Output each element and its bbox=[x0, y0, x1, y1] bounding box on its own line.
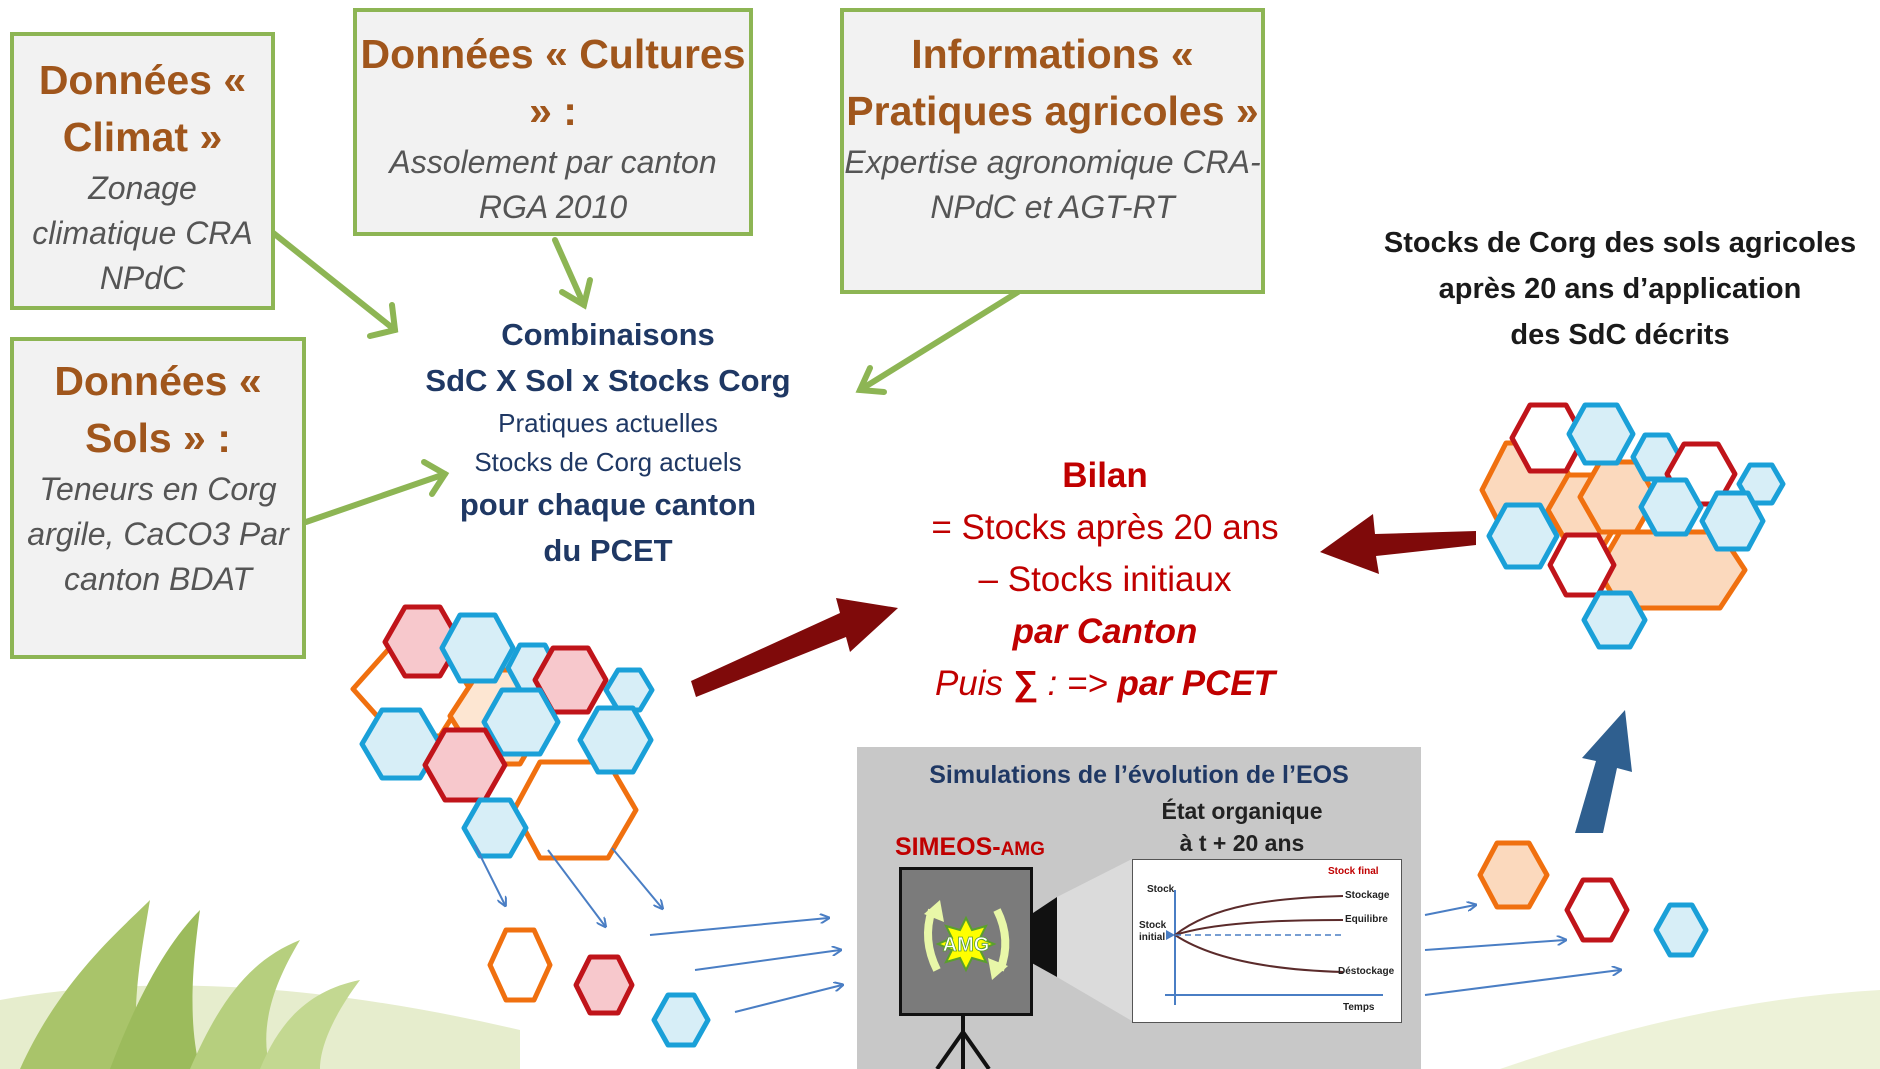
simeos-main: SIMEOS- bbox=[895, 833, 1001, 861]
from-simulation-arrows bbox=[1424, 905, 1620, 996]
etat-organique-label: État organique à t + 20 ans bbox=[1137, 795, 1347, 859]
projector: AMG bbox=[899, 867, 1033, 1016]
graph-stock-initial-2: initial bbox=[1139, 932, 1166, 943]
bilan-line1: = Stocks après 20 ans bbox=[931, 508, 1279, 547]
hex-red bbox=[532, 645, 609, 715]
comb-line4: Stocks de Corg actuels bbox=[474, 447, 742, 477]
hex-red bbox=[422, 727, 508, 803]
comb-line1: Combinaisons bbox=[501, 317, 715, 352]
hex-orange bbox=[511, 759, 639, 861]
arrow-to-bilan bbox=[691, 598, 898, 697]
box-cultures-title: Données « Cultures » : bbox=[360, 31, 746, 134]
arrow-sols bbox=[303, 459, 450, 525]
bilan-line4-mid: : => bbox=[1037, 664, 1118, 703]
box-climat-title: Données « Climat » bbox=[38, 57, 247, 160]
bilan-line2: – Stocks initiaux bbox=[978, 560, 1232, 599]
combinaisons-text: Combinaisons SdC X Sol x Stocks Corg Pra… bbox=[398, 312, 818, 574]
hex-separated bbox=[487, 927, 711, 1048]
graph-destockage-label: Déstockage bbox=[1338, 966, 1395, 977]
box-pratiques: Informations « Pratiques agricoles » Exp… bbox=[840, 8, 1265, 294]
hex-cluster-initial bbox=[350, 604, 655, 861]
simulation-panel: Simulations de l’évolution de l’EOS État… bbox=[857, 747, 1421, 1069]
graph-stock-label: Stock bbox=[1147, 884, 1175, 895]
stocks-line1: Stocks de Corg des sols agricoles bbox=[1383, 227, 1857, 259]
hex-blue bbox=[1653, 902, 1709, 958]
bilan-text: Bilan = Stocks après 20 ans – Stocks ini… bbox=[880, 450, 1330, 710]
hex-output bbox=[1477, 840, 1709, 958]
etat-line2: à t + 20 ans bbox=[1179, 830, 1305, 856]
projector-parts bbox=[935, 859, 1132, 1069]
amg-cycle-icon: AMG bbox=[924, 900, 1010, 980]
hex-blue bbox=[651, 992, 711, 1048]
amg-burst-label: AMG bbox=[943, 934, 990, 956]
box-sols-body: Teneurs en Corg argile, CaCO3 Par canton… bbox=[27, 471, 289, 597]
bilan-title: Bilan bbox=[1062, 456, 1148, 495]
bilan-line4-suffix: par PCET bbox=[1117, 664, 1276, 703]
input-arrows bbox=[269, 229, 1021, 525]
hex-blue bbox=[1566, 402, 1636, 466]
graph-temps-label: Temps bbox=[1343, 1002, 1375, 1013]
landscape-decoration bbox=[0, 900, 1880, 1069]
stocks-line2: après 20 ans d’application bbox=[1438, 273, 1802, 305]
graph-stock-final-label: Stock final bbox=[1328, 866, 1379, 877]
hex-orange bbox=[487, 927, 553, 1003]
arrow-cultures bbox=[552, 237, 593, 310]
big-red-arrows bbox=[691, 514, 1476, 697]
hex-blue bbox=[1581, 590, 1648, 650]
hex-red bbox=[1509, 402, 1587, 474]
hex-blue bbox=[1638, 477, 1704, 537]
hex-blue bbox=[1699, 490, 1766, 552]
graph-equilibre-label: Equilibre bbox=[1345, 914, 1388, 925]
arrow-from-final bbox=[1320, 514, 1476, 574]
hex-blue bbox=[461, 797, 529, 859]
comb-line3: Pratiques actuelles bbox=[498, 408, 718, 438]
box-climat: Données « Climat » Zonage climatique CRA… bbox=[10, 32, 275, 310]
bilan-line4: Puis ∑ : => par PCET bbox=[880, 658, 1330, 710]
simulation-title: Simulations de l’évolution de l’EOS bbox=[929, 761, 1349, 789]
hex-cluster-final bbox=[1479, 402, 1786, 650]
box-sols-title: Données « Sols » : bbox=[54, 358, 262, 461]
hex-blue bbox=[359, 707, 443, 781]
box-cultures-body: Assolement par canton RGA 2010 bbox=[389, 144, 717, 225]
hex-red bbox=[382, 604, 463, 679]
bilan-line4-prefix: Puis bbox=[934, 664, 1013, 703]
simeos-amg: AMG bbox=[1000, 839, 1045, 860]
box-climat-body: Zonage climatique CRA NPdC bbox=[32, 170, 253, 296]
stocks-final-text: Stocks de Corg des sols agricoles après … bbox=[1360, 220, 1880, 358]
graph-curves bbox=[1165, 890, 1383, 1005]
arrow-pratiques bbox=[855, 289, 1021, 395]
hex-orange bbox=[1477, 840, 1550, 910]
etat-line1: État organique bbox=[1161, 798, 1323, 824]
hex-blue bbox=[603, 667, 655, 713]
hex-blue bbox=[577, 705, 654, 775]
stocks-line3: des SdC décrits bbox=[1510, 319, 1730, 351]
simeos-label: SIMEOS-AMG bbox=[895, 833, 1045, 862]
box-sols: Données « Sols » : Teneurs en Corg argil… bbox=[10, 337, 306, 659]
hex-blue bbox=[1486, 502, 1560, 570]
sigma-symbol: ∑ bbox=[1012, 664, 1038, 703]
comb-line6: du PCET bbox=[543, 533, 673, 568]
arrow-up-to-final bbox=[1575, 710, 1632, 833]
graph-stock-initial-1: Stock bbox=[1139, 920, 1167, 931]
to-simulation-arrows bbox=[649, 918, 842, 1013]
hex-blue bbox=[481, 687, 561, 757]
hex-blue bbox=[439, 612, 516, 684]
graph-stockage-label: Stockage bbox=[1345, 890, 1390, 901]
box-pratiques-title: Informations « Pratiques agricoles » bbox=[846, 31, 1259, 134]
hex-red bbox=[573, 954, 635, 1016]
comb-line5: pour chaque canton bbox=[459, 487, 757, 522]
box-pratiques-body: Expertise agronomique CRA-NPdC et AGT-RT bbox=[844, 144, 1261, 225]
hex-red bbox=[1564, 877, 1630, 943]
hex-red bbox=[1547, 532, 1617, 598]
arrow-climat bbox=[269, 229, 399, 339]
split-arrows bbox=[474, 844, 662, 926]
comb-line2: SdC X Sol x Stocks Corg bbox=[425, 363, 791, 398]
bilan-line3: par Canton bbox=[1012, 612, 1198, 651]
box-cultures: Données « Cultures » : Assolement par ca… bbox=[353, 8, 753, 236]
